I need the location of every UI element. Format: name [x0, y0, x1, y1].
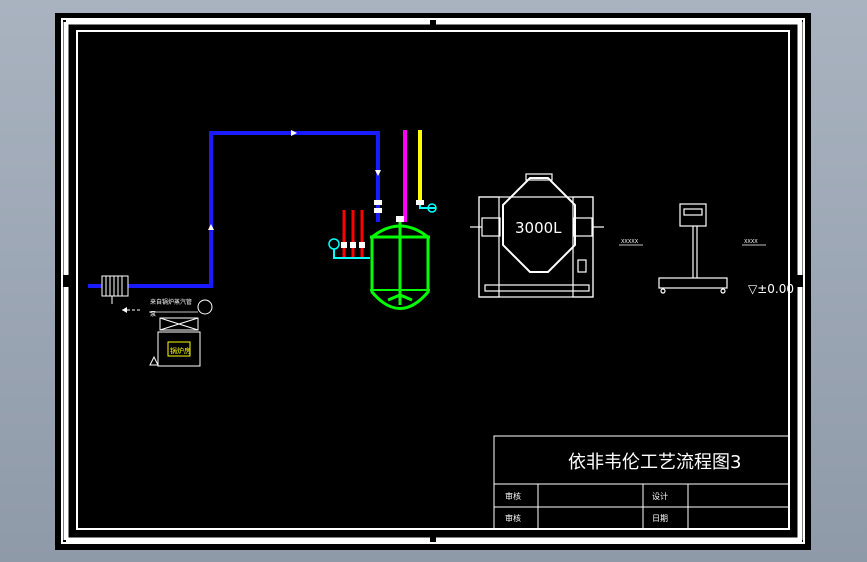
steam-heater: [101, 275, 129, 304]
title-cell-1: 审核: [505, 491, 521, 501]
pump-symbol: [197, 299, 213, 315]
outer-frame: [61, 18, 805, 544]
tag-left: XXXXX: [621, 239, 639, 245]
red-pipelines: [342, 210, 364, 258]
inner-frame: [76, 30, 790, 530]
title-cell-3: 审核: [505, 513, 521, 523]
boiler-house: 锅炉房: [149, 317, 201, 367]
steam-source-note: 来自锅炉蒸汽管: [150, 298, 192, 306]
tag-right: XXXX: [744, 239, 758, 245]
steam-pipeline: [88, 131, 380, 288]
dryer-capacity-label: 3000L: [515, 219, 562, 237]
pump-note: 泵: [150, 311, 156, 318]
flow-arrow-top: [291, 130, 297, 136]
title-cell-4: 日期: [652, 514, 668, 523]
drawing-title: 依非韦伦工艺流程图3: [568, 452, 741, 473]
reactor-vessel: [370, 222, 430, 310]
drawing-sheet: [55, 13, 811, 550]
platform-scale: [658, 203, 728, 294]
title-cell-2: 设计: [652, 491, 668, 501]
title-block: [493, 435, 790, 530]
red-line-valves: [341, 242, 365, 248]
flow-arrow-right: [375, 170, 381, 176]
flow-arrow-left: [208, 224, 214, 230]
yellow-valve: [427, 203, 437, 213]
elevation-mark: ▽±0.00: [748, 282, 794, 296]
double-cone-dryer: [470, 173, 604, 298]
boiler-house-label: 锅炉房: [170, 346, 191, 355]
